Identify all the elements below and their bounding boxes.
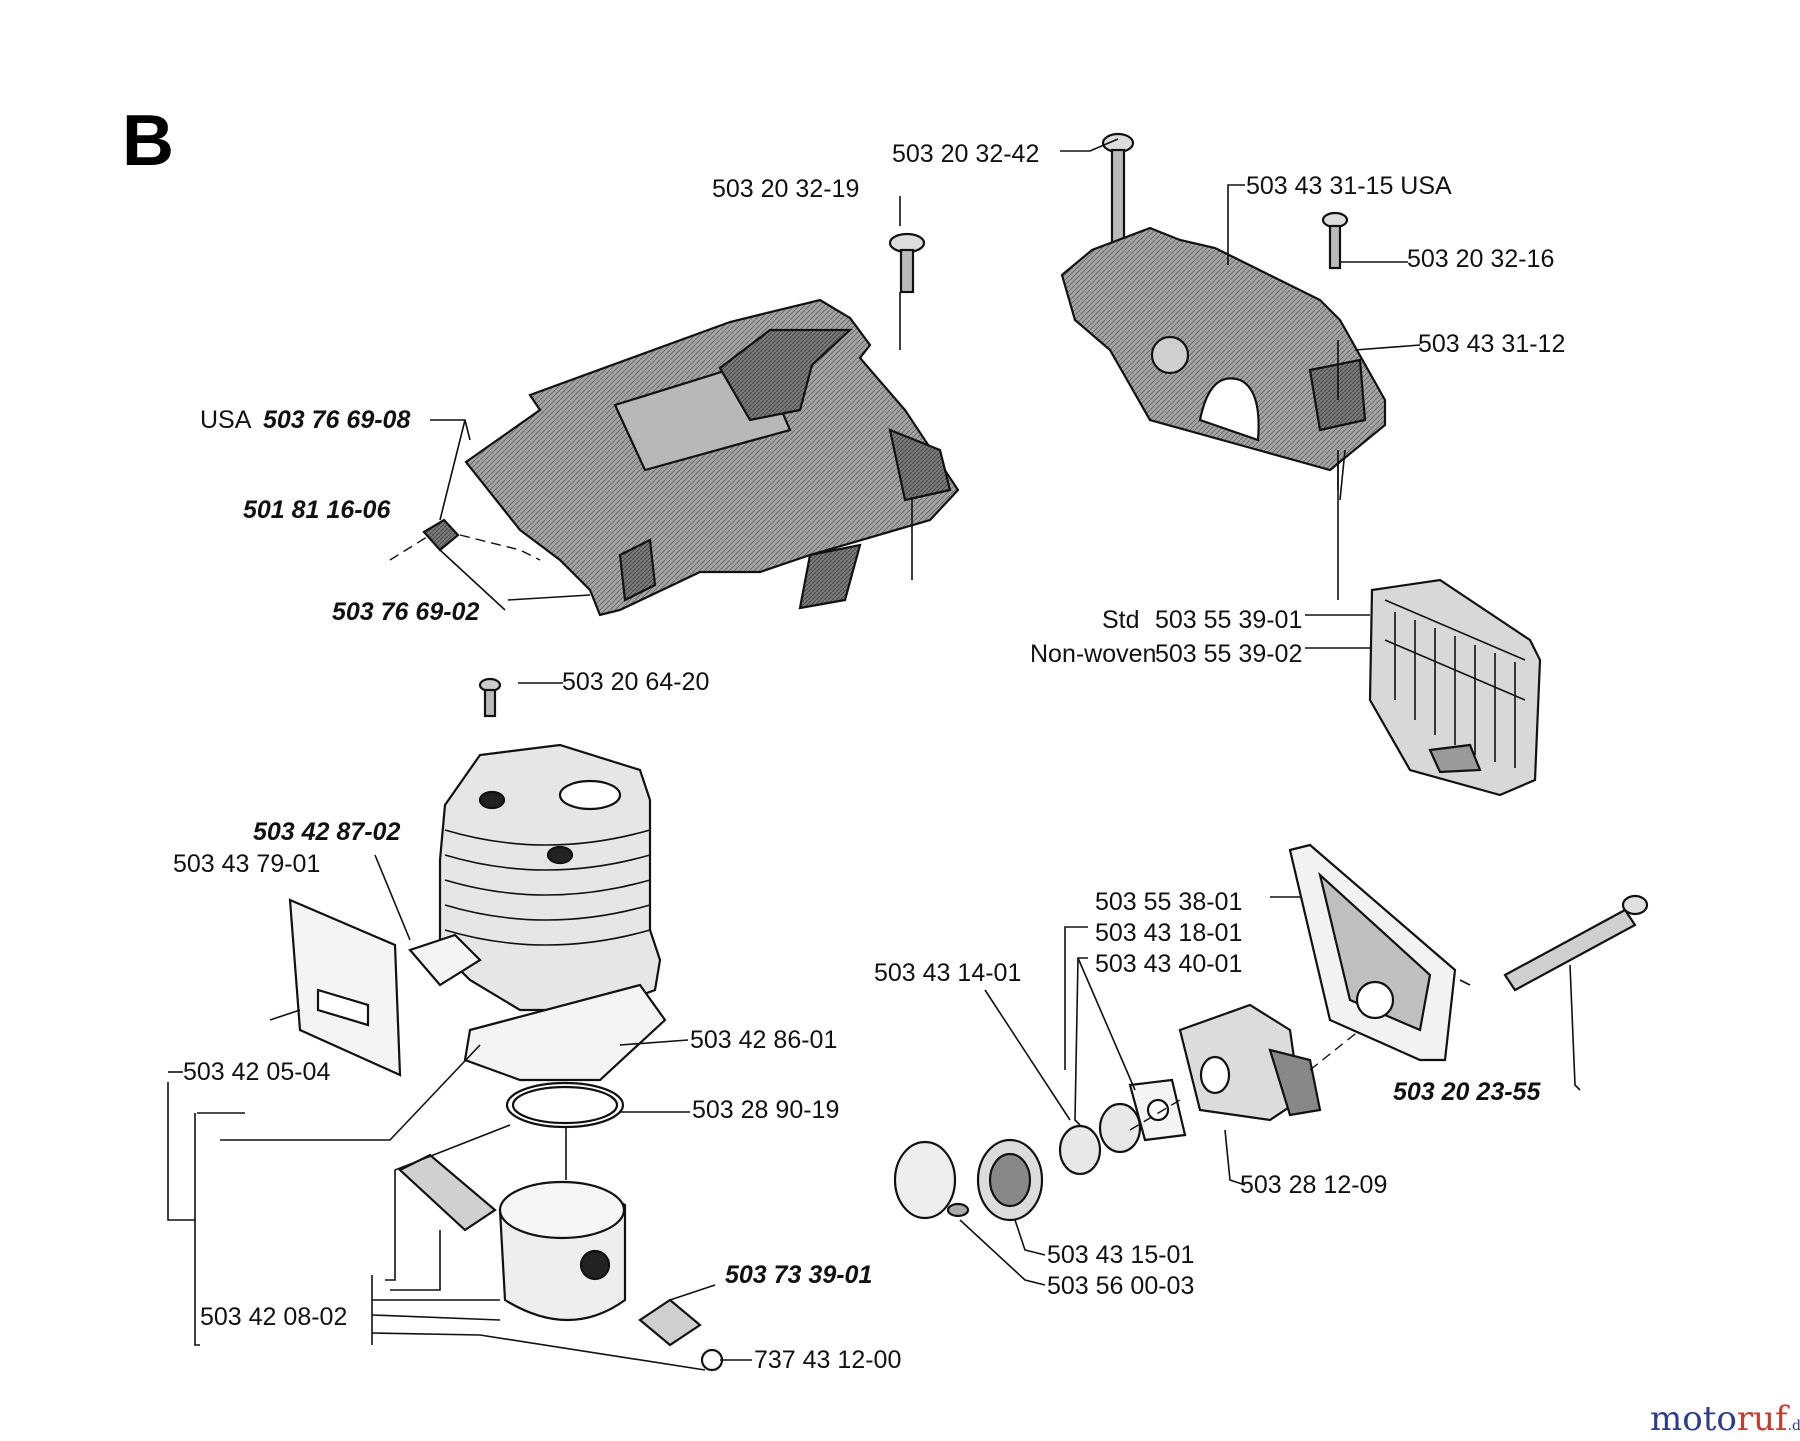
watermark-part1: moto bbox=[1650, 1399, 1737, 1439]
label-ring: 503 28 90-19 bbox=[692, 1096, 839, 1124]
label-plug: 501 81 16-06 bbox=[243, 496, 391, 524]
label-nonwoven-part: 503 55 39-02 bbox=[1155, 640, 1302, 668]
needle-bearing-part bbox=[638, 1298, 702, 1347]
label-cover-usa: 503 43 31-15 USA bbox=[1246, 172, 1452, 200]
carb-gasket-part bbox=[1128, 1078, 1187, 1142]
label-bolt: 503 20 23-55 bbox=[1393, 1078, 1541, 1106]
section-letter: B bbox=[122, 101, 174, 181]
label-usa-prefix: USA bbox=[200, 406, 252, 434]
circlip-part bbox=[700, 1348, 724, 1372]
screw-42-part bbox=[1101, 132, 1135, 244]
exhaust-gasket-part bbox=[408, 933, 482, 987]
muffler-plate-part bbox=[288, 898, 402, 1077]
label-circlip: 737 43 12-00 bbox=[754, 1346, 901, 1374]
leader-lines bbox=[167, 138, 1581, 1371]
watermark-part2: ruf bbox=[1737, 1399, 1790, 1439]
label-carb: 503 28 12-09 bbox=[1240, 1171, 1387, 1199]
carburetor-part bbox=[1178, 1003, 1322, 1122]
label-piston-kit: 503 42 08-02 bbox=[200, 1303, 347, 1331]
label-cover-main: 503 76 69-02 bbox=[332, 598, 479, 626]
label-usa-part: 503 76 69-08 bbox=[263, 406, 410, 434]
label-screw-42: 503 20 32-42 bbox=[892, 140, 1039, 168]
label-std-part: 503 55 39-01 bbox=[1155, 606, 1302, 634]
clamp-part bbox=[893, 1140, 970, 1220]
label-intake-b: 503 43 15-01 bbox=[1047, 1241, 1194, 1269]
cylinder-part bbox=[438, 677, 662, 1012]
screw-19-part bbox=[888, 232, 926, 294]
main-cover-part bbox=[464, 298, 960, 617]
svg-text:motoruf.de: motoruf.de bbox=[1650, 1399, 1800, 1439]
label-kit: 503 42 05-04 bbox=[183, 1058, 330, 1086]
filter-holder-part bbox=[1288, 843, 1457, 1062]
screw-16-part bbox=[1321, 211, 1349, 270]
label-cyl-screw: 503 20 64-20 bbox=[562, 668, 709, 696]
long-bolt-part bbox=[1503, 894, 1649, 992]
label-intake-a: 503 43 14-01 bbox=[874, 959, 1021, 987]
label-nonwoven-prefix: Non-woven bbox=[1030, 640, 1156, 668]
label-carb-gasket-b: 503 43 40-01 bbox=[1095, 950, 1242, 978]
label-plate: 503 43 79-01 bbox=[173, 850, 320, 878]
piston-ring-part bbox=[505, 1081, 625, 1129]
plug-part bbox=[422, 518, 460, 552]
piston-part bbox=[498, 1180, 627, 1322]
label-screw-19: 503 20 32-19 bbox=[712, 175, 859, 203]
label-clamp: 503 56 00-03 bbox=[1047, 1272, 1194, 1300]
watermark-part3: .de bbox=[1788, 1418, 1800, 1434]
watermark-logo: motoruf.de bbox=[1650, 1399, 1800, 1439]
label-screw-16: 503 20 32-16 bbox=[1407, 245, 1554, 273]
label-gasket-bold: 503 42 87-02 bbox=[253, 818, 400, 846]
label-airfilter-holder: 503 55 38-01 bbox=[1095, 888, 1242, 916]
intake-pipe-part bbox=[976, 1138, 1044, 1222]
label-cover-right: 503 43 31-12 bbox=[1418, 330, 1565, 358]
label-cyl-gasket: 503 42 86-01 bbox=[690, 1026, 837, 1054]
air-filter-part bbox=[1368, 578, 1542, 797]
flange-part bbox=[1058, 1102, 1142, 1176]
label-bearing: 503 73 39-01 bbox=[725, 1261, 872, 1289]
label-carb-gasket-a: 503 43 18-01 bbox=[1095, 919, 1242, 947]
piston-pin-part bbox=[398, 1153, 497, 1232]
label-std-prefix: Std bbox=[1102, 606, 1140, 634]
